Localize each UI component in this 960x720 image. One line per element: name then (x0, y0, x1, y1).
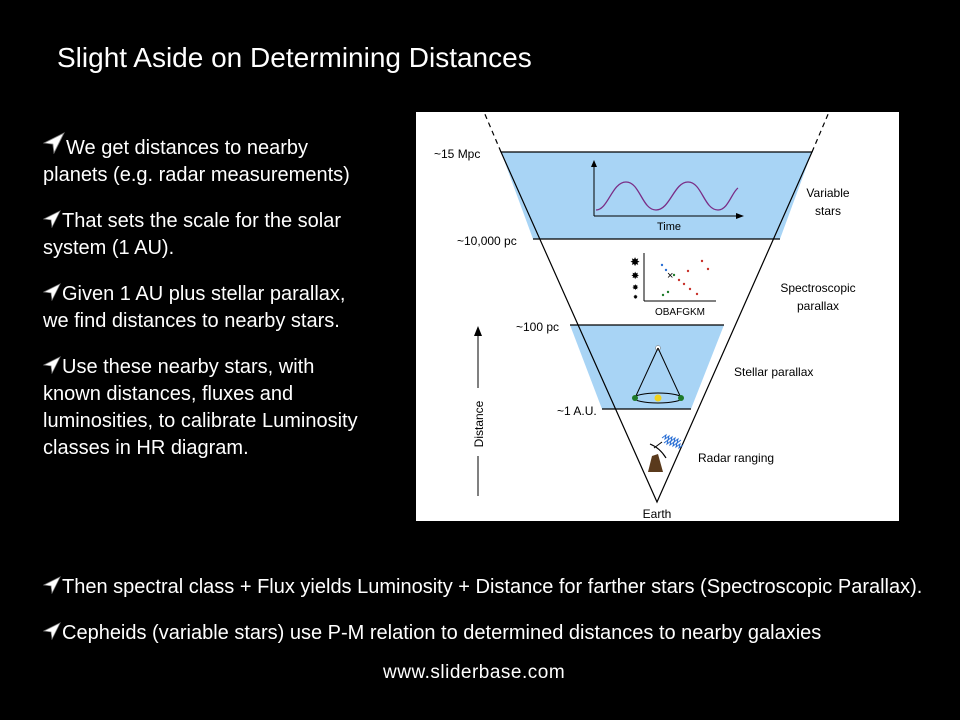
target-star-icon: × (667, 270, 673, 282)
label-15mpc: ~15 Mpc (434, 147, 480, 161)
radar-dish-icon (648, 433, 684, 472)
band-stellar-parallax (570, 325, 724, 409)
label-variable-line2: stars (815, 204, 841, 218)
bullet-arrow-icon (43, 132, 65, 154)
bullet-arrow-icon (43, 576, 61, 594)
bullet-text: We get distances to nearby planets (e.g.… (43, 137, 350, 186)
light-curve (595, 181, 739, 211)
star-marker-icon: ✸ (630, 255, 640, 269)
bullet-list-bottom: Then spectral class + Flux yields Lumino… (43, 574, 923, 666)
bullet-arrow-icon (43, 283, 61, 301)
bullet-text: Cepheids (variable stars) use P-M relati… (62, 622, 822, 644)
label-variable-line1: Variable (806, 186, 849, 200)
bullet-text: Use these nearby stars, with known dista… (43, 356, 358, 459)
hr-diagram-plot: ✸ ✸ ✸ ✸ × OBAFGKM (630, 253, 716, 318)
bullet-arrow-icon (43, 210, 61, 228)
star-marker-icon: ✸ (633, 294, 638, 301)
bullet-item: Cepheids (variable stars) use P-M relati… (43, 620, 923, 647)
distance-axis-arrow-icon (474, 326, 482, 336)
distance-axis-label: Distance (472, 400, 486, 447)
distance-ladder-diagram: ~15 Mpc ~10,000 pc ~100 pc ~1 A.U. Varia… (416, 112, 899, 521)
label-earth: Earth (643, 507, 672, 521)
label-radar-ranging: Radar ranging (698, 451, 774, 465)
label-stellar-parallax: Stellar parallax (734, 365, 813, 379)
ladder-triangle (500, 151, 813, 504)
bullet-text: That sets the scale for the solar system… (43, 210, 342, 259)
sun-icon (654, 394, 662, 402)
slide-title: Slight Aside on Determining Distances (57, 42, 532, 73)
earth-icon (632, 395, 638, 401)
label-spectroscopic-line1: Spectroscopic (780, 281, 855, 295)
parallax-geometry (632, 345, 684, 404)
star-marker-icon: ✸ (631, 271, 639, 282)
bullet-list-top: We get distances to nearby planets (e.g.… (43, 132, 373, 481)
band-variable-stars (501, 152, 812, 239)
bullet-item: Given 1 AU plus stellar parallax, we fin… (43, 281, 373, 335)
bullet-item: Then spectral class + Flux yields Lumino… (43, 574, 923, 601)
bullet-text: Given 1 AU plus stellar parallax, we fin… (43, 283, 346, 332)
bullet-item: We get distances to nearby planets (e.g.… (43, 132, 373, 189)
label-1au: ~1 A.U. (557, 404, 597, 418)
distance-ladder-svg: ~15 Mpc ~10,000 pc ~100 pc ~1 A.U. Varia… (434, 112, 856, 521)
star-marker-icon: ✸ (632, 283, 639, 292)
bullet-item: That sets the scale for the solar system… (43, 208, 373, 262)
label-100pc: ~100 pc (516, 320, 559, 334)
dashed-extension-left (483, 112, 502, 153)
bullet-arrow-icon (43, 622, 61, 640)
light-curve-plot: Time (591, 160, 744, 233)
watermark: www.sliderbase.com (383, 662, 566, 683)
earth-icon (678, 395, 684, 401)
dashed-extension-right (811, 112, 830, 153)
time-label: Time (657, 221, 681, 233)
bullet-item: Use these nearby stars, with known dista… (43, 354, 373, 462)
spectral-class-label: OBAFGKM (655, 307, 705, 318)
label-spectroscopic-line2: parallax (797, 299, 839, 313)
bullet-text: Then spectral class + Flux yields Lumino… (62, 576, 923, 598)
bullet-arrow-icon (43, 356, 61, 374)
label-10000pc: ~10,000 pc (457, 234, 517, 248)
